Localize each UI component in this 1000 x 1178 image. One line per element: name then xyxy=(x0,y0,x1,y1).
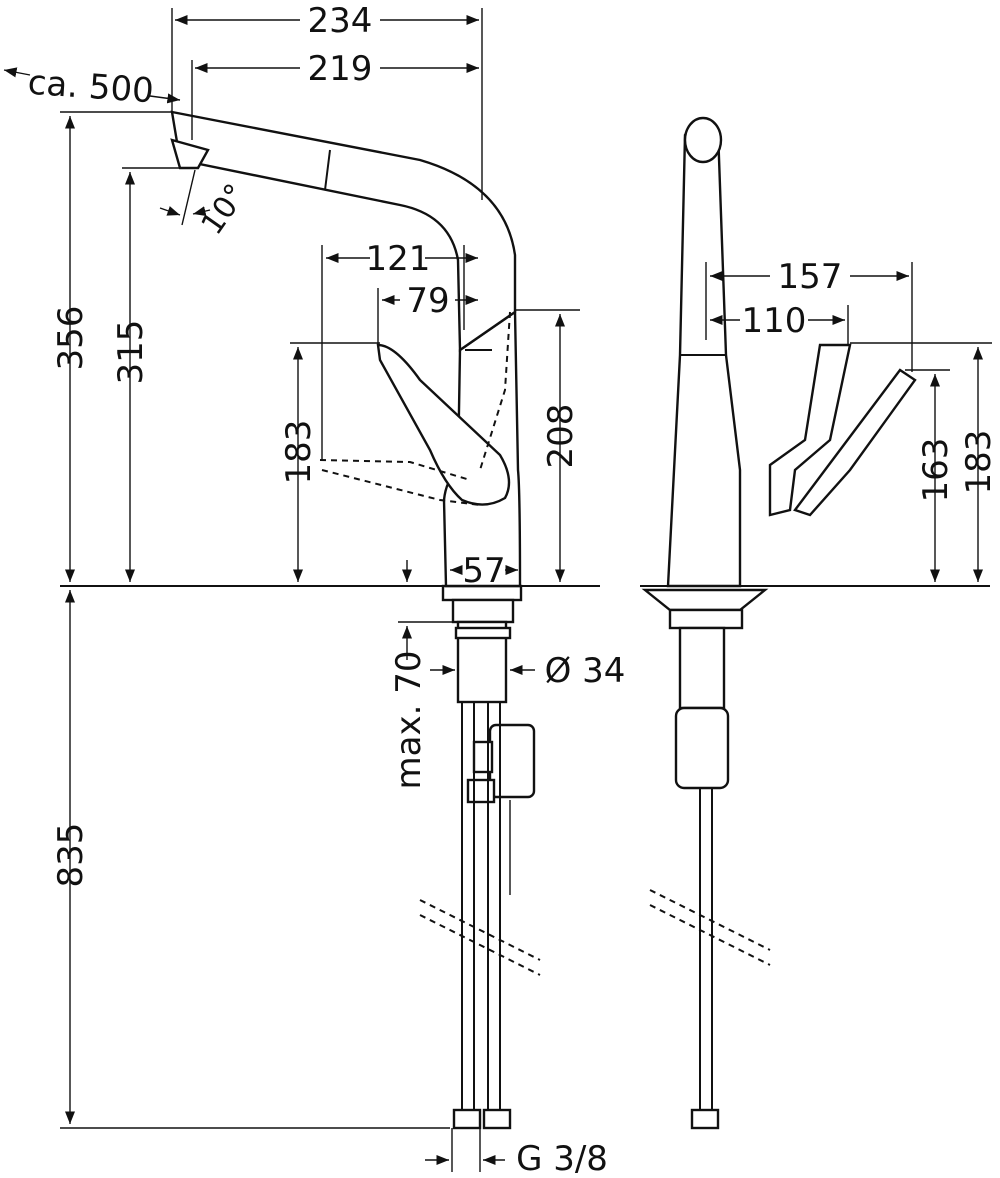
dim-hole-diameter: Ø 34 xyxy=(545,651,626,691)
dimension-lines xyxy=(3,8,992,1172)
dim-side-reach-inner: 110 xyxy=(742,301,807,341)
spray-head xyxy=(170,138,210,170)
connector-left xyxy=(452,1108,482,1130)
dim-lever-reach-inner: 79 xyxy=(406,281,449,321)
dim-angle: 10° xyxy=(195,178,254,242)
dim-pullout: ca. 500 xyxy=(27,63,156,112)
dim-height-total: 356 xyxy=(51,306,91,371)
dim-connection: G 3/8 xyxy=(516,1139,608,1178)
dim-width-spout: 219 xyxy=(308,49,373,89)
side-view xyxy=(640,116,990,1130)
dim-side-reach: 157 xyxy=(778,257,843,297)
front-view xyxy=(60,110,600,1130)
dim-side-height-lever: 163 xyxy=(916,438,956,503)
side-hose-weight xyxy=(674,706,730,790)
side-lever-open xyxy=(793,368,917,517)
dim-base-diameter: 57 xyxy=(462,551,505,591)
connector-right xyxy=(482,1108,512,1130)
dim-max-thickness: max. 70 xyxy=(389,651,429,790)
side-base-plate xyxy=(641,588,769,612)
dim-hose-length: 835 xyxy=(51,823,91,888)
hose-weight xyxy=(488,723,536,799)
dim-side-height-total: 183 xyxy=(959,430,999,495)
lever-swing-path xyxy=(319,459,471,481)
faucet-spout xyxy=(170,110,517,353)
side-lever xyxy=(768,343,852,517)
dim-width-total: 234 xyxy=(308,1,373,41)
base-collar xyxy=(451,598,515,624)
side-body xyxy=(666,120,742,588)
dimension-labels: 234 219 ca. 500 10° 356 315 121 79 183 2… xyxy=(27,1,999,1178)
dim-height-spout: 315 xyxy=(111,320,151,385)
dim-lever-height: 183 xyxy=(279,420,319,485)
lever-handle xyxy=(376,343,511,506)
dim-lever-reach: 121 xyxy=(366,239,431,279)
dim-body-height: 208 xyxy=(541,404,581,469)
